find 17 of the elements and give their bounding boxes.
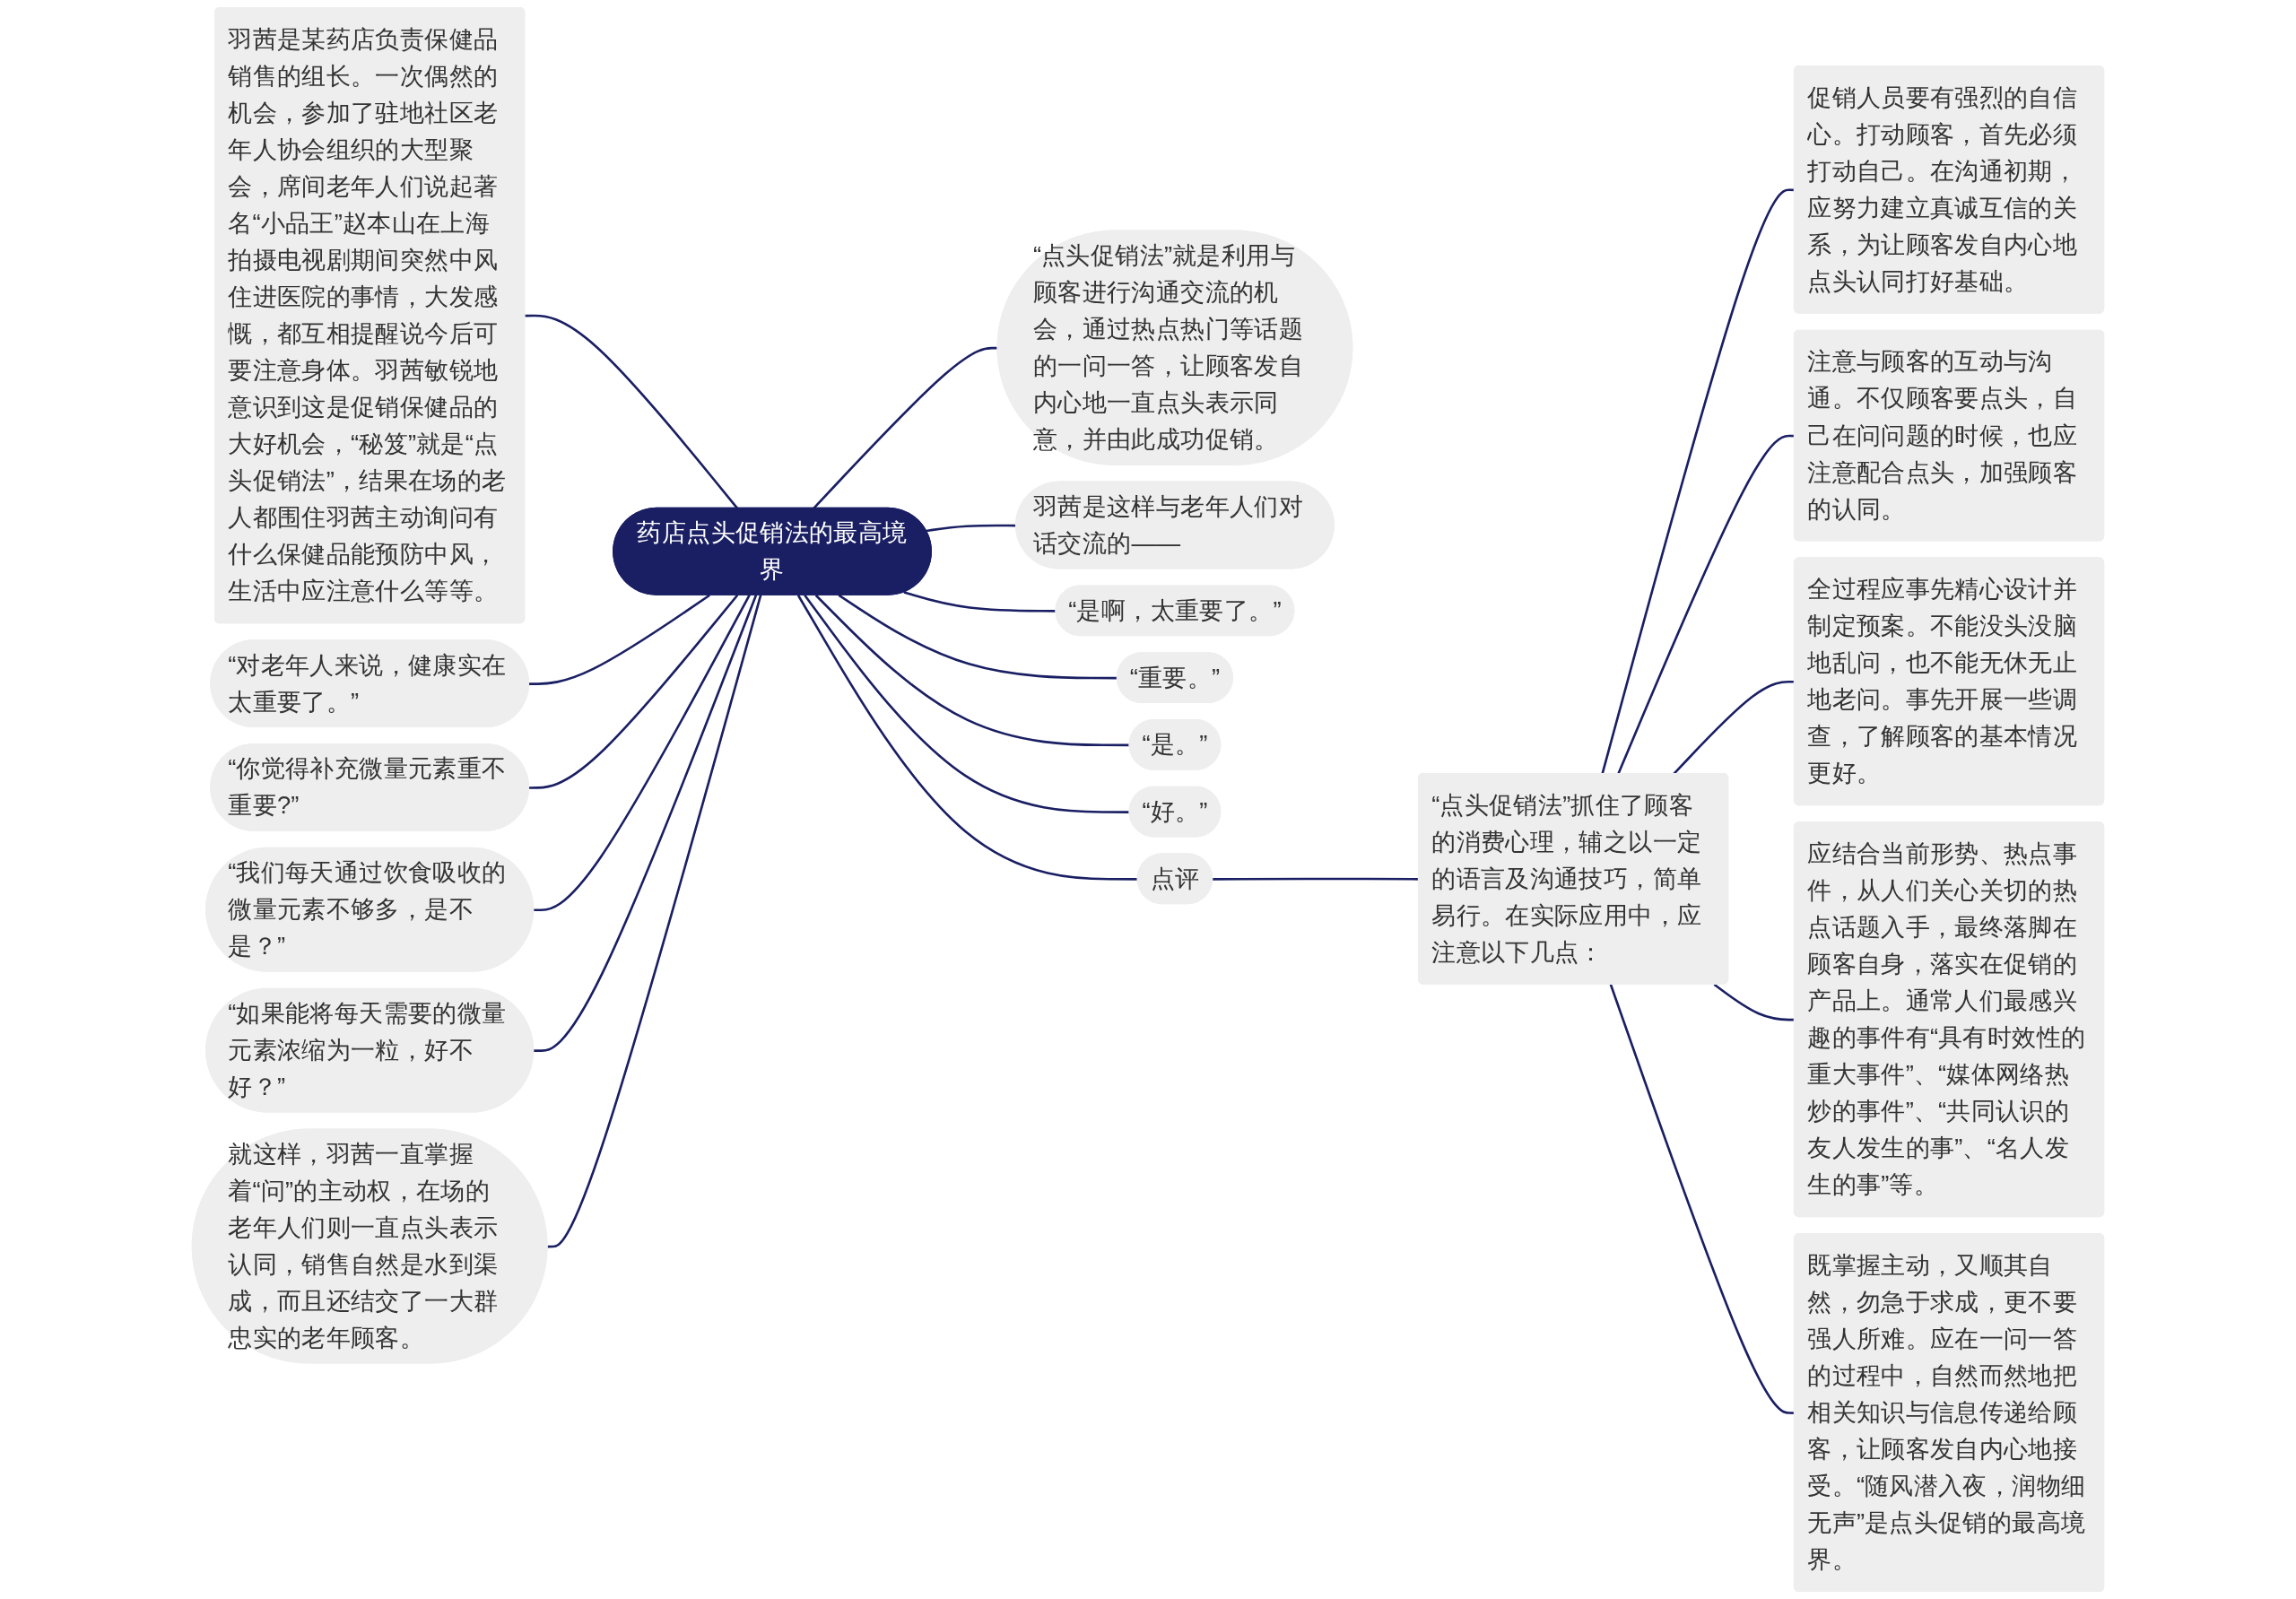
connector [534,595,758,1052]
connector [534,595,751,912]
connector [1601,188,1795,775]
connector [1213,877,1419,881]
connector [1673,680,1795,775]
connector [796,595,1138,881]
connector [1713,983,1795,1021]
connector [1617,434,1795,775]
connector [529,594,739,789]
connector [525,314,739,509]
connector [1609,984,1795,1414]
connector [814,594,1130,747]
connector [813,346,998,509]
connector [804,594,1130,813]
connector [838,594,1118,680]
connector [529,594,710,685]
connector [547,595,762,1248]
